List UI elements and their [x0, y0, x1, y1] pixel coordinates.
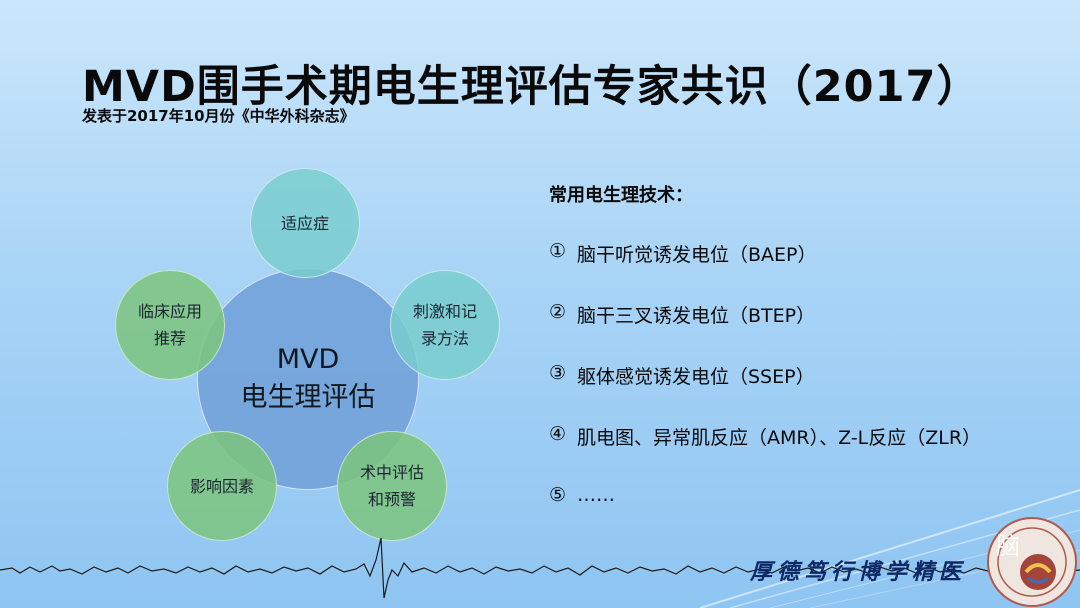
list-item: ⑤ …… [549, 484, 981, 545]
intraop-warning-circle: 术中评估 和预警 [337, 431, 447, 541]
item-text: 躯体感觉诱发电位（SSEP） [577, 366, 815, 388]
list-item: ③ 躯体感觉诱发电位（SSEP） [549, 362, 981, 423]
slide-title: MVD围手术期电生理评估专家共识（2017） [82, 62, 981, 112]
center-label-line1: MVD [276, 344, 340, 375]
eeg-waveform-decoration [0, 537, 1080, 599]
clinical-label-line1: 临床应用 [137, 302, 202, 321]
techniques-heading: 常用电生理技术： [549, 185, 693, 206]
seal-lettering: 脑 [996, 532, 1020, 560]
influencing-label: 影响因素 [189, 476, 254, 496]
indication-label: 适应症 [280, 213, 329, 233]
clinical-label-line2: 推荐 [153, 329, 186, 348]
techniques-list: ① 脑干听觉诱发电位（BAEP） ② 脑干三叉诱发电位（BTEP） ③ 躯体感觉诱发电… [549, 240, 981, 545]
stimulation-label-line2: 录方法 [420, 329, 469, 348]
item-text: 脑干三叉诱发电位（BTEP） [577, 305, 816, 327]
item-number: ④ [549, 423, 567, 445]
slide-subtitle: 发表于2017年10月份《中华外科杂志》 [82, 107, 355, 125]
influencing-factors-circle: 影响因素 [167, 431, 277, 541]
intraop-label-line2: 和预警 [367, 490, 416, 509]
clinical-recommendation-circle: 临床应用 推荐 [115, 270, 225, 380]
item-text: 脑干听觉诱发电位（BAEP） [577, 244, 817, 266]
motto-calligraphy: 厚德笃行博学精医 [750, 559, 967, 585]
item-number: ③ [549, 362, 567, 384]
hospital-seal-logo: 脑 [987, 517, 1077, 607]
stimulation-label-line1: 刺激和记 [412, 302, 477, 321]
indication-circle: 适应症 [250, 168, 360, 278]
center-label-line2: 电生理评估 [240, 382, 376, 413]
list-item: ② 脑干三叉诱发电位（BTEP） [549, 301, 981, 362]
list-item: ④ 肌电图、异常肌反应（AMR）、Z-L反应（ZLR） [549, 423, 981, 484]
intraop-label-line1: 术中评估 [359, 463, 424, 482]
item-text: …… [577, 484, 615, 506]
item-text: 肌电图、异常肌反应（AMR）、Z-L反应（ZLR） [577, 427, 982, 449]
stimulation-recording-circle: 刺激和记 录方法 [390, 270, 500, 380]
list-item: ① 脑干听觉诱发电位（BAEP） [549, 240, 981, 301]
item-number: ① [549, 240, 567, 262]
item-number: ② [549, 301, 567, 323]
item-number: ⑤ [549, 484, 567, 506]
